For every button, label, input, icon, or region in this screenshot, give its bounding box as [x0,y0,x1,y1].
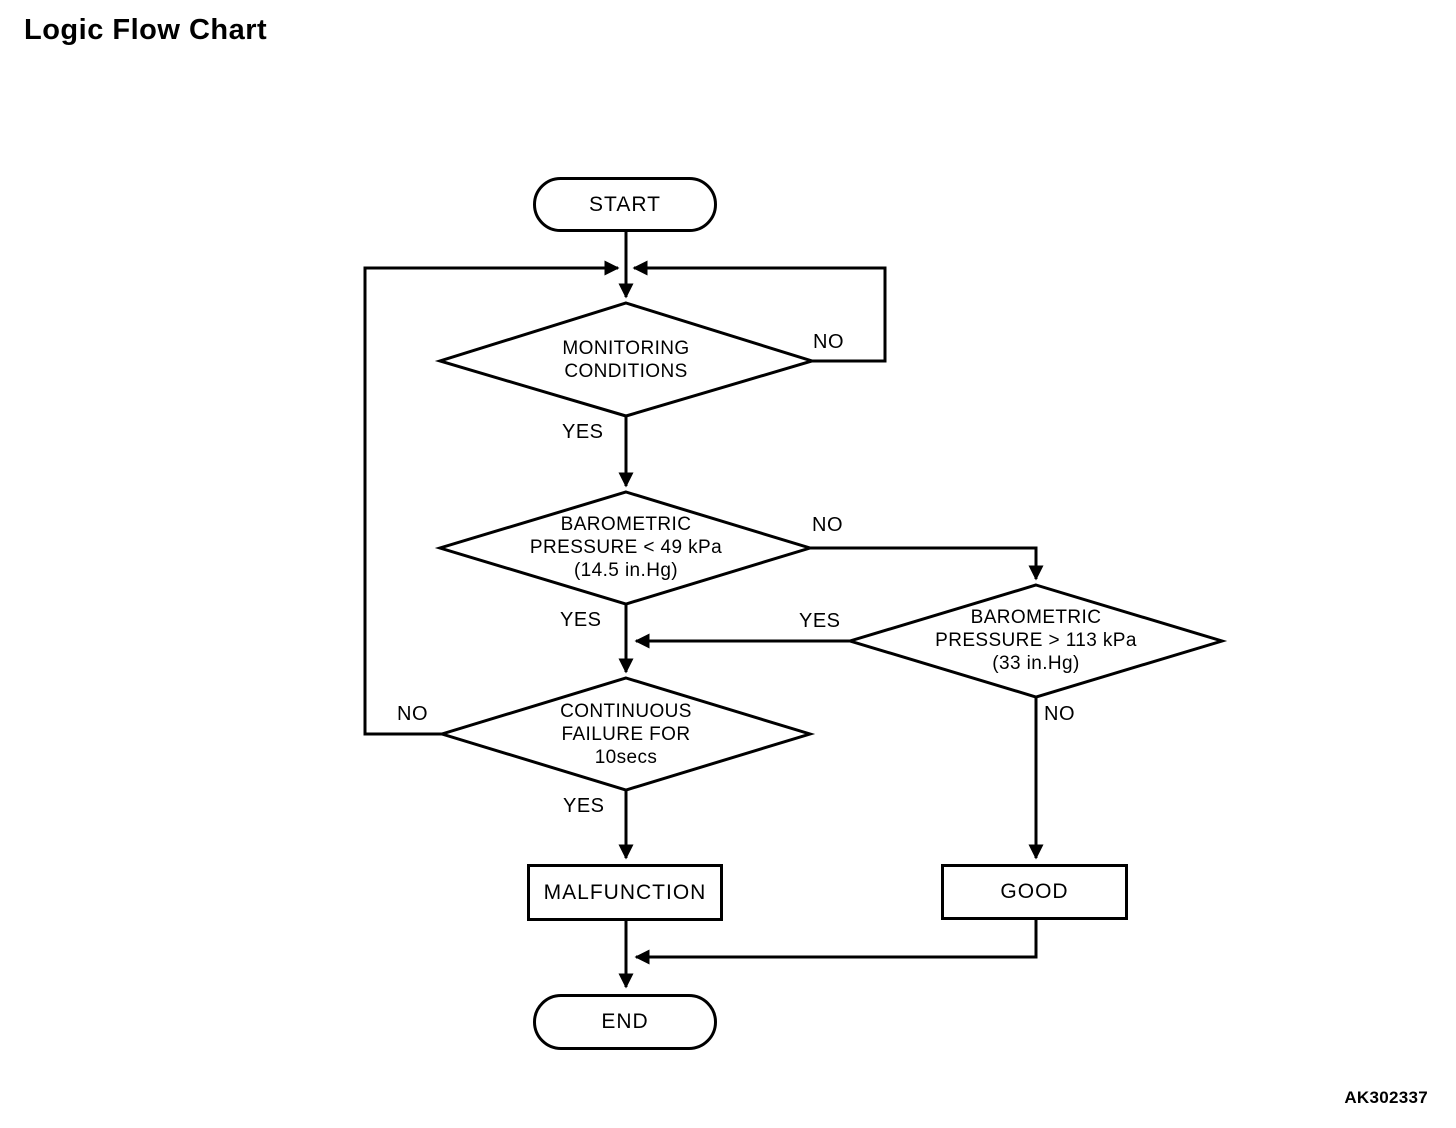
edge-label-continuous-yes: YES [563,795,605,817]
good-label: GOOD [1000,880,1069,903]
monitoring-decision-shape [434,301,818,418]
node-good: GOOD [941,864,1128,920]
node-malfunction: MALFUNCTION [527,864,723,921]
edge-good-merge [634,920,1038,965]
start-label: START [589,192,661,216]
baro-high-decision-shape [844,583,1228,699]
edge-baro-low-no [810,546,1044,581]
page-title: Logic Flow Chart [24,14,268,46]
edge-monitoring-no-loop [632,260,887,363]
node-end: END [533,994,717,1050]
end-label: END [601,1010,649,1033]
edge-label-continuous-no: NO [397,703,428,725]
baro-low-decision-shape [434,490,816,606]
edge-label-baro-low-no: NO [812,514,843,536]
node-start: START [533,177,717,232]
edge-label-baro-low-yes: YES [560,609,602,631]
edge-label-baro-high-no: NO [1044,703,1075,725]
edge-continuous-no-loop [363,260,620,736]
edge-label-baro-high-yes: YES [799,610,841,632]
malfunction-label: MALFUNCTION [543,880,707,904]
edge-label-monitoring-no: NO [813,331,844,353]
figure-code: AK302337 [1344,1088,1428,1107]
edge-label-monitoring-yes: YES [562,421,604,443]
continuous-decision-shape [436,676,816,792]
